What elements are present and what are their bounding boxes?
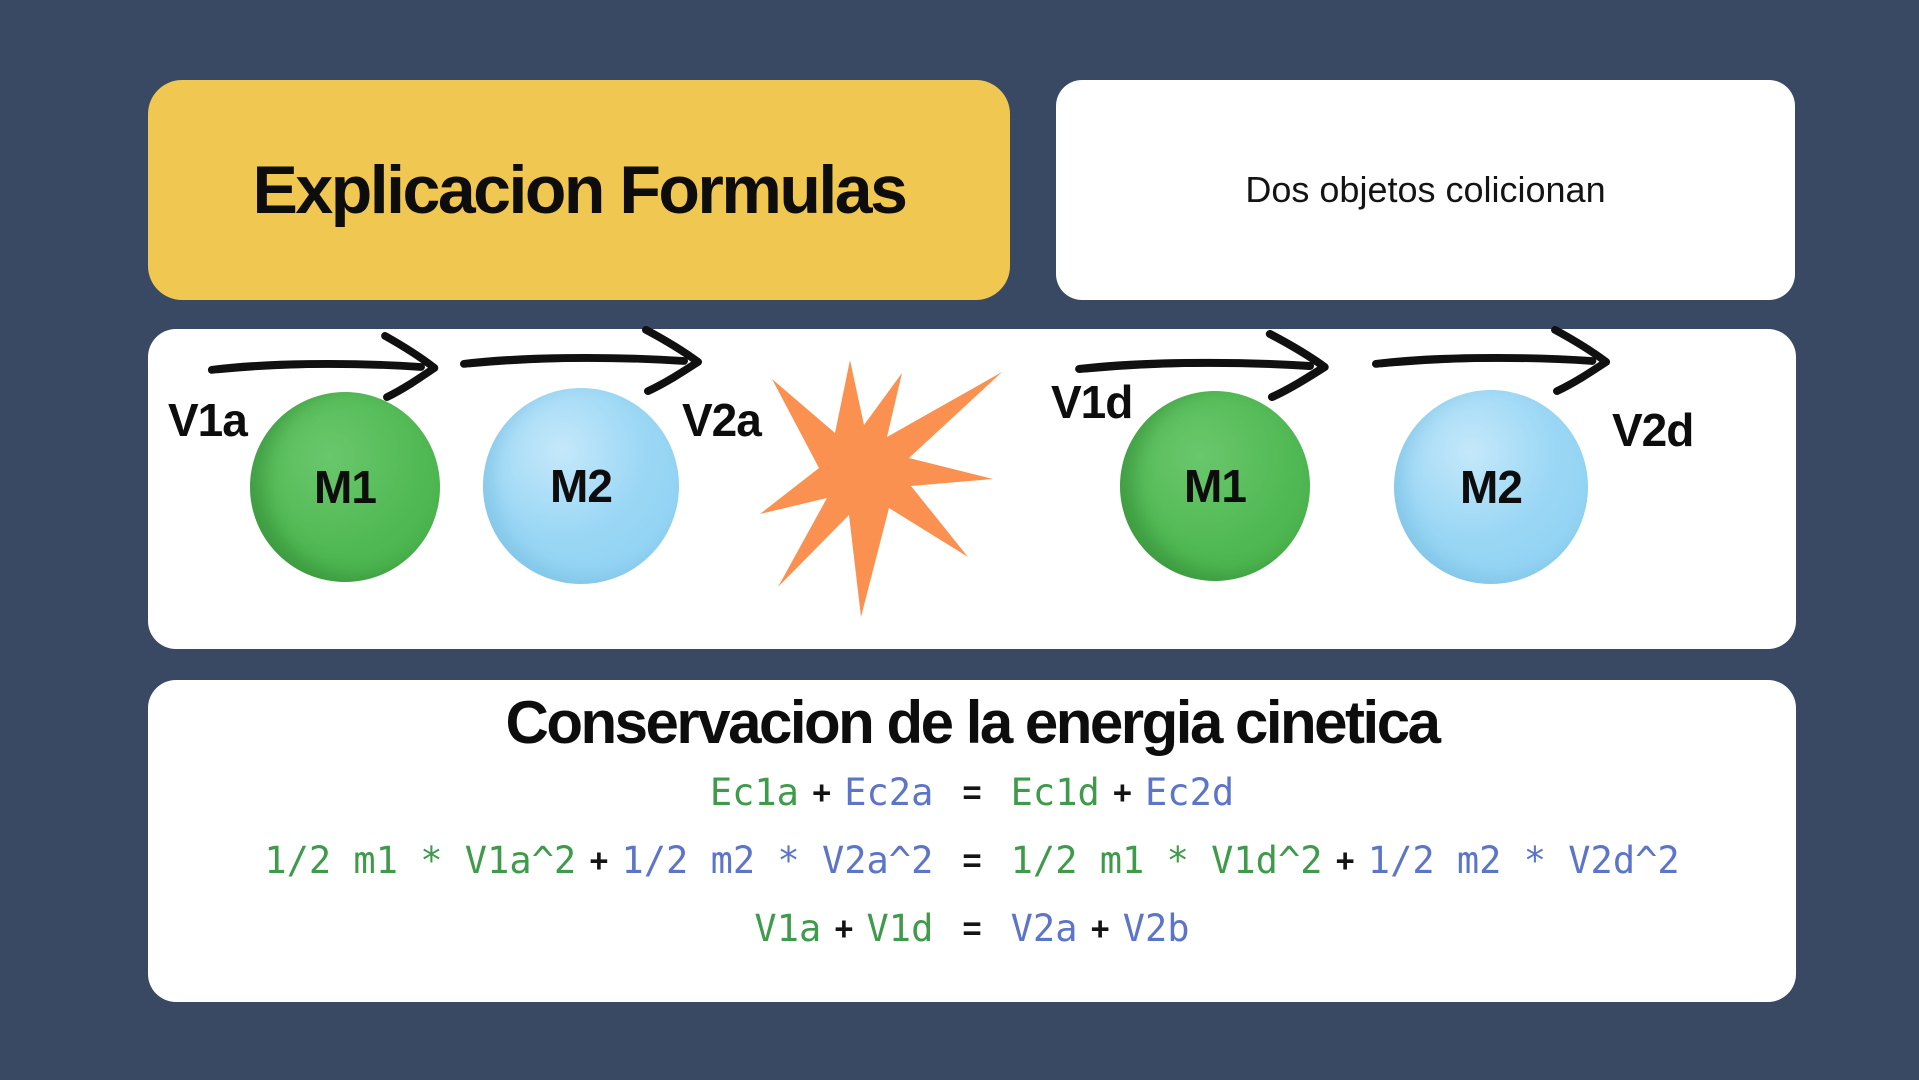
mass-ball-m2-after: M2 — [1394, 390, 1588, 584]
equation-token: Ec1d — [1010, 771, 1100, 814]
equation-token: Ec1a — [709, 771, 799, 814]
equation-token: 1/2 m1 * V1d^2 — [1010, 839, 1323, 882]
equation-token: + — [1112, 773, 1133, 811]
mass-label: M2 — [1460, 461, 1523, 513]
equation-token: + — [1335, 841, 1355, 879]
velocity-arrow-icon — [1371, 325, 1611, 395]
mass-ball-m1-before: M1 — [250, 392, 440, 582]
equation-token: = — [962, 841, 982, 879]
mass-label: M2 — [550, 460, 613, 512]
velocity-arrow-icon — [1075, 330, 1329, 401]
equation-token: + — [811, 773, 832, 811]
collision-diagram-panel: V1a M1 M2 V2a V1d M1 — [148, 325, 1796, 649]
equation-token: V1d — [866, 907, 934, 950]
equation-token: Ec2a — [844, 771, 934, 814]
formulas-panel: Conservacion de la energia cinetica Ec1a… — [148, 680, 1796, 1002]
equation-token: V2b — [1122, 907, 1190, 950]
equation-token: + — [589, 841, 609, 879]
mass-ball-m1-after: M1 — [1120, 391, 1310, 581]
equation-line: Ec1a + Ec2a = Ec1d + Ec2d — [710, 771, 1234, 814]
equation-token: + — [834, 909, 854, 947]
equation-token: + — [1090, 909, 1110, 947]
velocity-label-v1a: V1a — [168, 394, 248, 446]
equation-token: V2a — [1010, 907, 1078, 950]
mass-label: M1 — [1184, 460, 1247, 512]
slide-title: Explicacion Formulas — [252, 152, 908, 228]
equation-token: 1/2 m2 * V2d^2 — [1367, 839, 1680, 882]
equation-line: V1a + V1d = V2a + V2b — [754, 907, 1189, 950]
equation-token: = — [962, 773, 982, 811]
note-card: Dos objetos colicionan — [1056, 80, 1795, 300]
equation-line: 1/2 m1 * V1a^2 +1/2 m2 * V2a^2 = 1/2 m1 * V… — [264, 839, 1679, 882]
formulas-heading: Conservacion de la energia cinetica — [505, 689, 1441, 756]
velocity-label-v2d: V2d — [1612, 404, 1694, 456]
collision-burst-icon — [760, 360, 1002, 617]
velocity-label-v1d: V1d — [1051, 376, 1133, 428]
equation-token: 1/2 m2 * V2a^2 — [621, 839, 934, 882]
equation-token: = — [962, 909, 982, 947]
mass-ball-m2-before: M2 — [483, 388, 679, 584]
mass-label: M1 — [314, 461, 377, 513]
equation-token: 1/2 m1 * V1a^2 — [264, 839, 577, 882]
title-card: Explicacion Formulas — [148, 80, 1010, 300]
equations-block: Ec1a + Ec2a = Ec1d + Ec2d 1/2 m1 * V1a^2 +1/2 m2… — [264, 757, 1679, 950]
equation-token: Ec2d — [1145, 771, 1235, 814]
note-text: Dos objetos colicionan — [1245, 169, 1606, 210]
velocity-arrow-icon — [460, 325, 702, 395]
equation-token: V1a — [754, 907, 822, 950]
velocity-arrow-icon — [207, 331, 439, 401]
velocity-label-v2a: V2a — [682, 394, 762, 446]
